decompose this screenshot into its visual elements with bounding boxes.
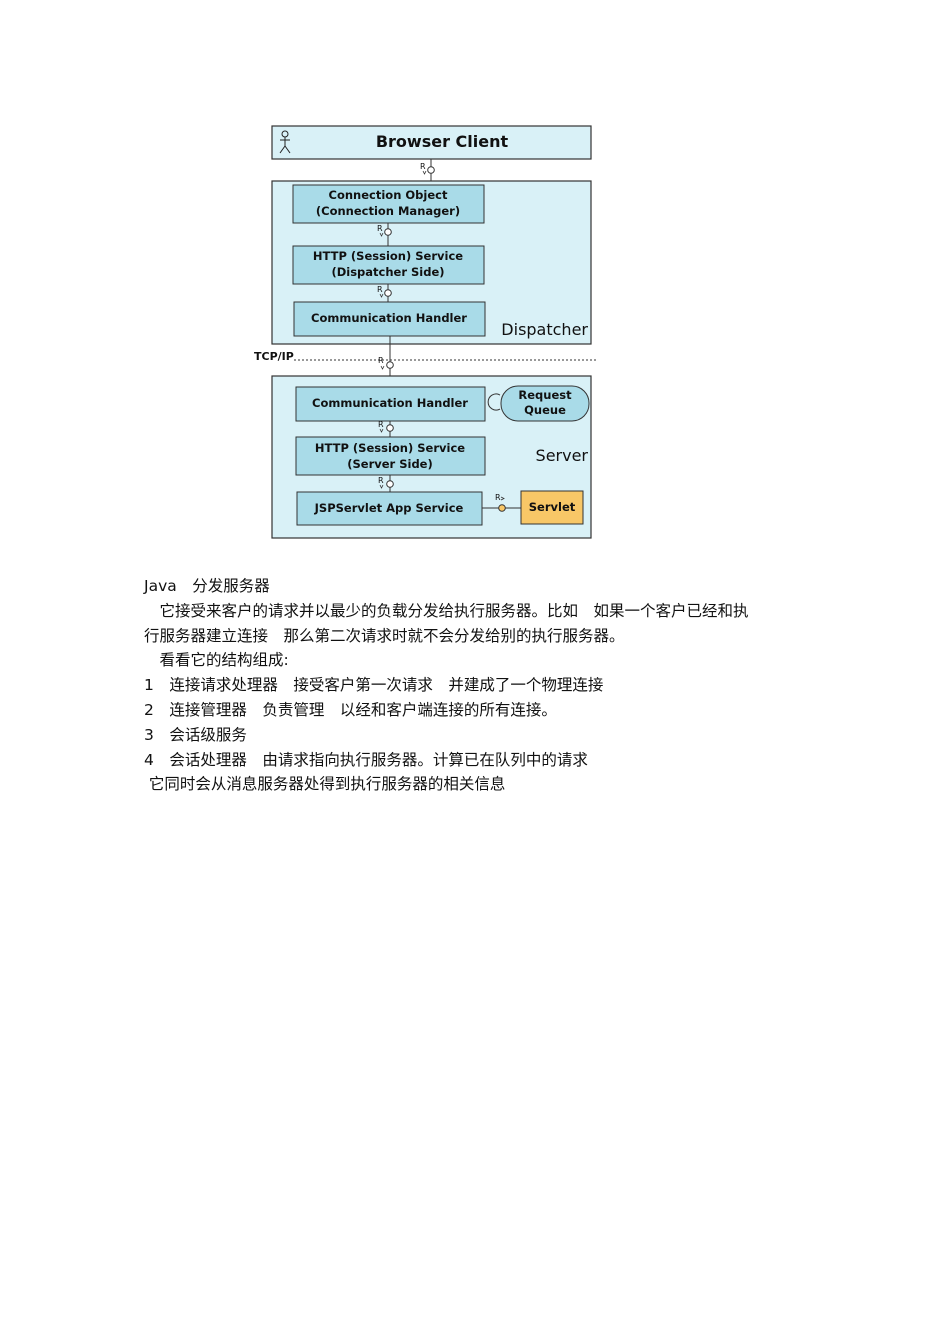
interface-label: R: [378, 476, 384, 485]
jsp-servlet-app-service-label: JSPServlet App Service: [314, 501, 464, 515]
tcp-ip-boundary: TCP/IP R: [254, 336, 596, 376]
http-server-line2: (Server Side): [347, 457, 433, 471]
connector-http-jsp: R: [378, 475, 394, 492]
paragraph-line: 它接受来客户的请求并以最少的负载分发给执行服务器。比如 如果一个客户已经和执: [144, 601, 749, 620]
list-item: 3 会话级服务: [144, 725, 247, 744]
list-item: 2 连接管理器 负责管理 以经和客户端连接的所有连接。: [144, 700, 557, 719]
connector-browser-dispatcher: R: [420, 159, 435, 181]
servlet-label: Servlet: [529, 500, 576, 514]
interface-label: R: [378, 420, 384, 429]
document-title: Java 分发服务器: [144, 577, 270, 595]
connector-comm-http-server: R: [378, 420, 394, 437]
interface-label: R: [378, 356, 384, 365]
connector-conn-http: R: [377, 223, 392, 246]
http-server-line1: HTTP (Session) Service: [315, 441, 465, 455]
paragraph-line: 看看它的结构组成:: [144, 651, 289, 670]
request-queue: Request Queue: [487, 385, 590, 422]
http-service-dispatcher-box: HTTP (Session) Service (Dispatcher Side): [292, 245, 485, 285]
browser-client-label: Browser Client: [376, 132, 509, 151]
list-item-continuation: 它同时会从消息服务器处得到执行服务器的相关信息: [144, 775, 506, 794]
connection-object-line2: (Connection Manager): [316, 204, 460, 218]
comm-handler-server-box: Communication Handler: [295, 386, 486, 422]
connector-jsp-servlet: R: [482, 493, 521, 512]
connection-object-line1: Connection Object: [329, 188, 448, 202]
request-queue-line1: Request: [518, 388, 572, 402]
interface-label: R: [377, 285, 383, 294]
http-service-server-box: HTTP (Session) Service (Server Side): [295, 436, 486, 476]
dispatcher-panel: Dispatcher Connection Object (Connection…: [271, 180, 592, 345]
comm-handler-server-label: Communication Handler: [312, 396, 468, 410]
jsp-servlet-app-service-box: JSPServlet App Service: [296, 491, 483, 526]
paragraph-line: 行服务器建立连接 那么第二次请求时就不会分发给别的执行服务器。: [144, 626, 625, 645]
http-dispatcher-line1: HTTP (Session) Service: [313, 249, 463, 263]
connector-http-comm: R: [377, 284, 392, 302]
list-item: 1 连接请求处理器 接受客户第一次请求 并建成了一个物理连接: [144, 676, 604, 695]
http-dispatcher-line2: (Dispatcher Side): [331, 265, 444, 279]
interface-label: R: [495, 493, 501, 502]
document-body: Java 分发服务器 它接受来客户的请求并以最少的负载分发给执行服务器。比如 如…: [144, 574, 824, 797]
architecture-diagram: Browser Client R Dispatcher Connection O…: [254, 125, 596, 539]
list-item: 4 会话处理器 由请求指向执行服务器。计算已在队列中的请求: [144, 750, 588, 769]
request-queue-line2: Queue: [524, 403, 566, 417]
comm-handler-dispatcher-box: Communication Handler: [293, 301, 486, 337]
actor-icon: [279, 130, 291, 154]
browser-client-box: Browser Client: [271, 125, 592, 160]
comm-handler-dispatcher-label: Communication Handler: [311, 311, 467, 325]
server-panel: Server Communication Handler Request Que…: [271, 375, 592, 539]
tcp-ip-label: TCP/IP: [254, 350, 294, 363]
dispatcher-label: Dispatcher: [501, 320, 588, 339]
interface-label: R: [377, 224, 383, 233]
servlet-box: Servlet: [520, 490, 584, 525]
interface-label: R: [420, 162, 426, 171]
connection-object-box: Connection Object (Connection Manager): [292, 184, 485, 224]
server-label: Server: [536, 446, 589, 465]
